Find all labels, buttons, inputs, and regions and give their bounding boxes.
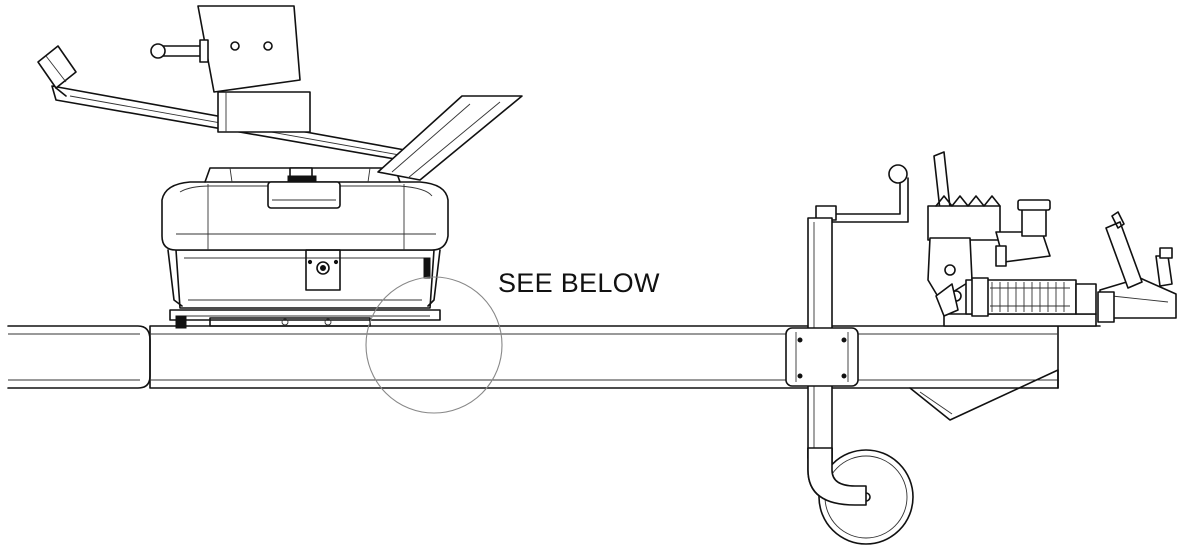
callout-label: SEE BELOW [498, 268, 660, 298]
detail-callout: SEE BELOW [366, 268, 660, 413]
box-assembly [162, 168, 448, 328]
jockey-wheel [786, 165, 913, 544]
hopper-chute [38, 6, 522, 180]
chassis-beam [8, 326, 1100, 420]
hitch-assembly [928, 152, 1176, 326]
callout-circle [366, 277, 502, 413]
